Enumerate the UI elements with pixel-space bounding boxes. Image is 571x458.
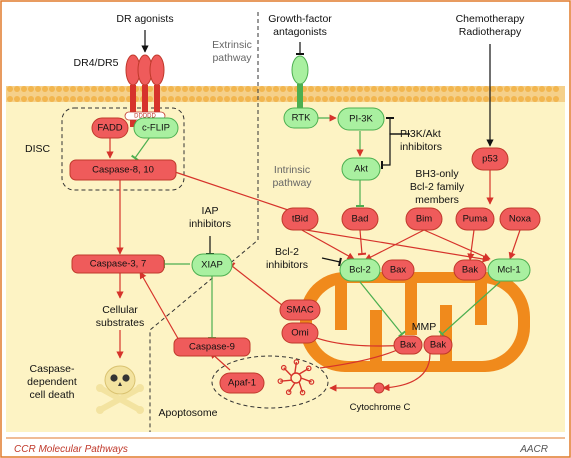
node-xiap-label: XIAP: [201, 260, 223, 271]
pi3k-inhibitors-label-2: inhibitors: [400, 141, 442, 153]
bh3-label-3: members: [415, 194, 459, 206]
cytochrome-c-icon: [373, 382, 385, 394]
node-mcl1-label: Mcl-1: [497, 265, 520, 276]
node-bcl2: Bcl-2: [339, 258, 381, 282]
bh3-label: BH3-only: [415, 168, 459, 180]
aacr-logo: AACR: [519, 444, 548, 455]
mmp-label: MMP: [412, 321, 437, 333]
disc-label: DISC: [25, 143, 51, 155]
membrane-beads: [7, 86, 559, 102]
signal-connectors: [106, 30, 521, 392]
node-bad: Bad: [341, 207, 379, 231]
node-caspase-3-7-label: Caspase-3, 7: [90, 259, 147, 270]
node-pi3k-label: PI-3K: [349, 114, 373, 125]
apoptosome-label: Apoptosome: [159, 407, 218, 419]
node-mcl1: Mcl-1: [487, 258, 531, 282]
bcl2-inhibitors-label-2: inhibitors: [266, 259, 308, 271]
intrinsic-label: Intrinsic: [274, 164, 310, 176]
dr4-dr5-receptor: DDDDD: [124, 54, 166, 127]
node-bak-top: Bak: [453, 259, 487, 281]
node-omi: Omi: [281, 322, 319, 344]
cell-death-label: Caspase-: [30, 363, 75, 375]
node-xiap: XIAP: [191, 253, 233, 277]
node-caspase-8-10-label: Caspase-8, 10: [92, 165, 154, 176]
cellular-substrates-label: Cellular: [102, 304, 138, 316]
node-caspase-8-10: Caspase-8, 10: [69, 159, 177, 181]
node-puma: Puma: [455, 207, 495, 231]
node-tbid-label: tBid: [292, 214, 308, 225]
growth-factor-label: Growth-factor: [268, 13, 332, 25]
svg-text:DDDDD: DDDDD: [134, 114, 156, 120]
node-apaf1: Apaf-1: [219, 372, 265, 394]
intrinsic-label-2: pathway: [272, 177, 312, 189]
node-cflip: c-FLIP: [133, 117, 179, 139]
node-noxa: Noxa: [499, 207, 541, 231]
growth-factor-label-2: antagonists: [273, 26, 327, 38]
node-cflip-label: c-FLIP: [142, 123, 170, 134]
node-rtk: RTK: [283, 107, 319, 129]
footer-title: CCR Molecular Pathways: [14, 444, 128, 455]
node-caspase-9-label: Caspase-9: [189, 342, 235, 353]
node-bax-mito: Bax: [393, 335, 423, 355]
dr4-dr5-label: DR4/DR5: [74, 57, 119, 69]
node-bak-mito-label: Bak: [430, 340, 447, 351]
extrinsic-label: Extrinsic: [212, 39, 252, 51]
disc-box: [61, 107, 185, 191]
iap-inhibitors-label: IAP: [202, 205, 219, 217]
node-tbid: tBid: [281, 207, 319, 231]
node-p53: p53: [471, 147, 509, 171]
rtk-receptor: [291, 55, 309, 110]
node-noxa-label: Noxa: [509, 214, 532, 225]
node-bcl2-label: Bcl-2: [349, 265, 371, 276]
node-bak-mito: Bak: [423, 335, 453, 355]
node-smac: SMAC: [279, 299, 321, 321]
dr-agonists-label: DR agonists: [116, 13, 173, 25]
node-puma-label: Puma: [463, 214, 489, 225]
node-bad-label: Bad: [352, 214, 369, 225]
node-apaf1-label: Apaf-1: [228, 378, 256, 389]
apoptosome-boundary: [211, 355, 329, 409]
node-fadd: FADD: [91, 117, 129, 139]
node-smac-label: SMAC: [286, 305, 314, 316]
node-pi3k: PI-3K: [337, 107, 385, 131]
node-rtk-label: RTK: [292, 113, 311, 124]
node-fadd-label: FADD: [97, 123, 122, 134]
node-bax-top-label: Bax: [390, 265, 407, 276]
node-bim: Bim: [405, 207, 443, 231]
radiotherapy-label: Radiotherapy: [459, 26, 522, 38]
node-p53-label: p53: [482, 154, 498, 165]
pathway-divider: [149, 12, 259, 432]
node-caspase-3-7: Caspase-3, 7: [71, 254, 165, 274]
bh3-label-2: Bcl-2 family: [410, 181, 465, 193]
mitochondrion: [300, 272, 530, 372]
extrinsic-label-2: pathway: [212, 52, 252, 64]
cellular-substrates-label-2: substrates: [96, 317, 144, 329]
node-akt: Akt: [341, 157, 381, 181]
node-bak-top-label: Bak: [462, 265, 479, 276]
node-bax-mito-label: Bax: [400, 340, 417, 351]
node-omi-label: Omi: [291, 328, 308, 339]
node-caspase-9: Caspase-9: [173, 337, 251, 357]
apaf1-wheel-icon: [277, 359, 315, 396]
pi3k-inhibitors-label: PI3K/Akt: [400, 128, 441, 140]
iap-inhibitors-label-2: inhibitors: [189, 218, 231, 230]
node-bax-top: Bax: [381, 259, 415, 281]
cell-death-label-2: dependent: [27, 376, 77, 388]
bcl2-inhibitors-label: Bcl-2: [275, 246, 299, 258]
node-bim-label: Bim: [416, 214, 432, 225]
chemotherapy-label: Chemotherapy: [456, 13, 526, 25]
node-akt-label: Akt: [354, 164, 368, 175]
cell-death-label-3: cell death: [30, 389, 75, 401]
skull-crossbones-icon: [96, 365, 144, 414]
cytochrome-c-label: Cytochrome C: [350, 402, 411, 413]
